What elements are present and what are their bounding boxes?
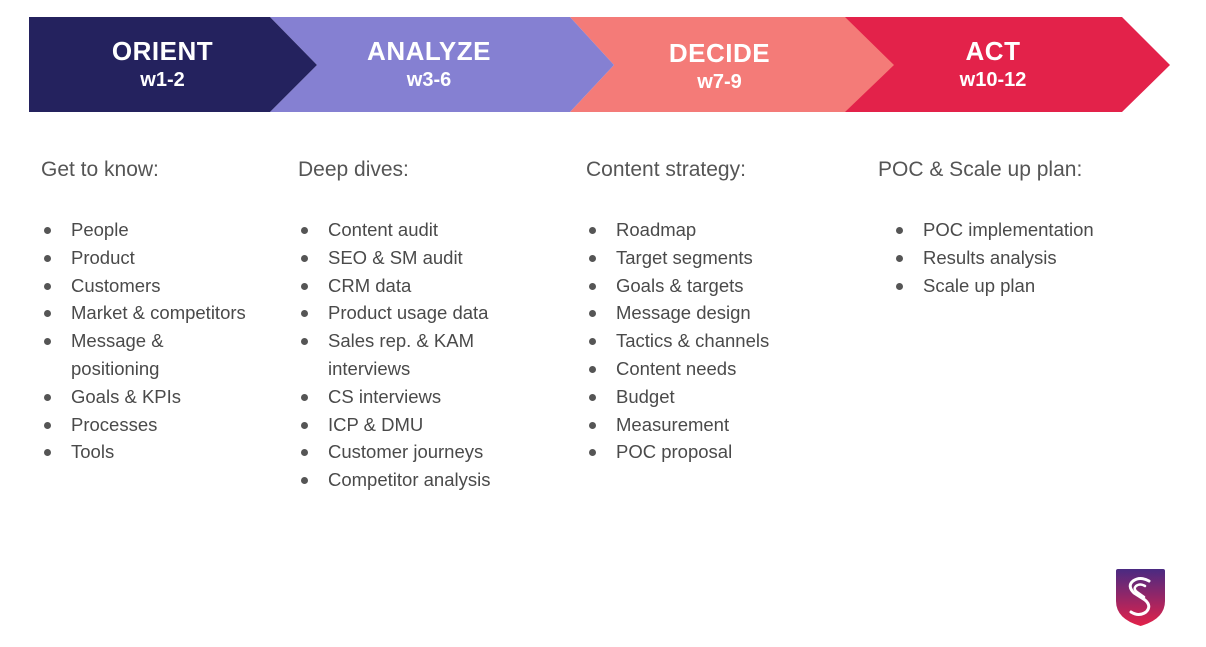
- phase-weeks: w3-6: [406, 69, 452, 92]
- list-item: Content audit: [298, 216, 490, 244]
- bullet-list: Content audit SEO & SM audit CRM data Pr…: [298, 216, 490, 494]
- list-item: Budget: [586, 383, 769, 411]
- list-item: Message design: [586, 299, 769, 327]
- list-item: Competitor analysis: [298, 466, 490, 494]
- column-heading: Deep dives:: [298, 158, 409, 181]
- column-heading: Get to know:: [41, 158, 159, 181]
- list-item: Content needs: [586, 355, 769, 383]
- phase-name: ORIENT: [111, 36, 214, 66]
- column-get-to-know: Get to know: People Product Customers Ma…: [41, 158, 281, 462]
- list-item: Goals & targets: [586, 272, 769, 300]
- list-item: Product: [41, 244, 246, 272]
- list-item: POC proposal: [586, 438, 769, 466]
- s-monogram-shield-icon: [1116, 569, 1165, 626]
- list-item: Tactics & channels: [586, 327, 769, 355]
- phase-orient-label: ORIENT w1-2: [95, 36, 230, 92]
- list-item: Sales rep. & KAM: [298, 327, 490, 355]
- list-item: Customer journeys: [298, 438, 490, 466]
- column-deep-dives: Deep dives: Content audit SEO & SM audit…: [298, 158, 558, 490]
- list-item-continuation: interviews: [328, 357, 411, 379]
- chevron-orient: [29, 17, 317, 112]
- list-item-continuation: positioning: [71, 357, 160, 379]
- bullet-list: Roadmap Target segments Goals & targets …: [586, 216, 769, 466]
- list-item: Processes: [41, 411, 246, 439]
- phase-name: DECIDE: [668, 38, 771, 68]
- chevron-act: [845, 17, 1170, 112]
- list-item: Market & competitors: [41, 299, 246, 327]
- column-heading: POC & Scale up plan:: [878, 158, 1083, 181]
- phase-banner: [29, 17, 1170, 112]
- chevron-analyze: [270, 17, 614, 112]
- phase-name: ACT: [965, 36, 1021, 66]
- list-item: Customers: [41, 272, 246, 300]
- column-heading: Content strategy:: [586, 158, 746, 181]
- list-item: Roadmap: [586, 216, 769, 244]
- column-content-strategy: Content strategy: Roadmap Target segment…: [586, 158, 846, 462]
- phase-weeks: w10-12: [959, 69, 1027, 92]
- phase-weeks: w1-2: [140, 69, 185, 92]
- list-item: Product usage data: [298, 299, 490, 327]
- list-item: CS interviews: [298, 383, 490, 411]
- list-item: Scale up plan: [893, 272, 1094, 300]
- list-item: People: [41, 216, 246, 244]
- list-item: SEO & SM audit: [298, 244, 490, 272]
- phase-decide-label: DECIDE w7-9: [652, 38, 787, 94]
- bullet-list: POC implementation Results analysis Scal…: [893, 216, 1094, 299]
- logo-s-stroke-outer: [1128, 577, 1151, 616]
- list-item: POC implementation: [893, 216, 1094, 244]
- chevron-decide: [570, 17, 894, 112]
- list-item: Tools: [41, 438, 246, 466]
- phase-weeks: w7-9: [697, 71, 742, 94]
- list-item: Target segments: [586, 244, 769, 272]
- list-item: Message &: [41, 327, 246, 355]
- phase-analyze-label: ANALYZE w3-6: [354, 36, 504, 92]
- phase-name: ANALYZE: [367, 36, 491, 66]
- phase-act-label: ACT w10-12: [933, 36, 1053, 92]
- column-poc-scale-up: POC & Scale up plan: POC implementation …: [878, 158, 1178, 296]
- list-item: Results analysis: [893, 244, 1094, 272]
- list-item: CRM data: [298, 272, 490, 300]
- list-item: Goals & KPIs: [41, 383, 246, 411]
- list-item: Measurement: [586, 411, 769, 439]
- list-item: ICP & DMU: [298, 411, 490, 439]
- bullet-list: People Product Customers Market & compet…: [41, 216, 246, 466]
- logo-s-stroke-inner: [1133, 583, 1147, 599]
